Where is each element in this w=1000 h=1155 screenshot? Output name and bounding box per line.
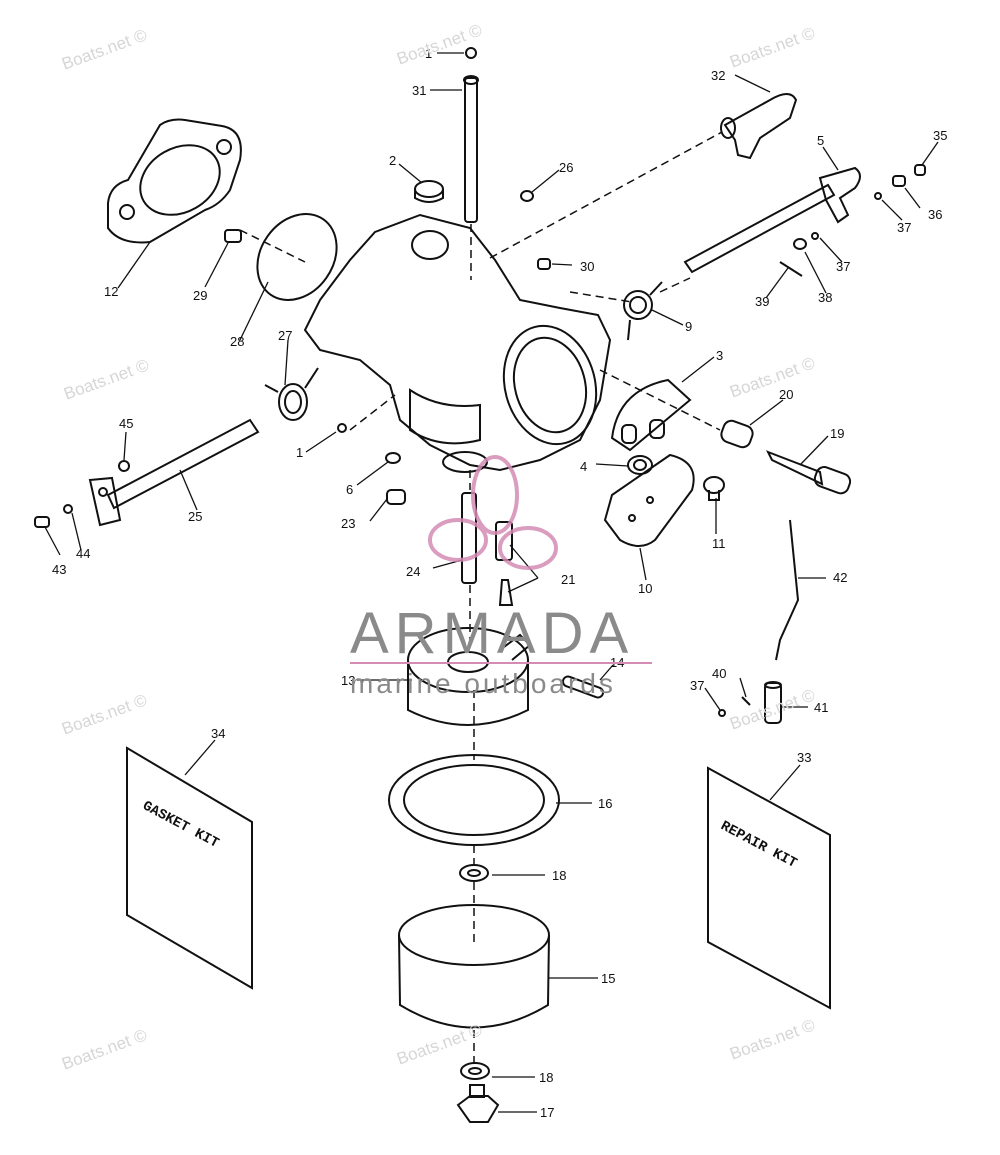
callout-label: 41	[814, 700, 828, 715]
part-41-sleeve	[764, 681, 782, 724]
part-40-pin	[741, 696, 751, 706]
part-1-cap	[465, 47, 477, 59]
callout-label: 5	[817, 133, 824, 148]
callout-label: 36	[928, 207, 942, 222]
part-39-pin	[779, 261, 803, 277]
part-37-washer-a	[874, 192, 882, 200]
callout-label: 27	[278, 328, 292, 343]
callout-label: 39	[755, 294, 769, 309]
part-19-needle	[765, 450, 852, 495]
callout-label: 35	[933, 128, 947, 143]
part-32-elbow-fitting	[720, 93, 798, 160]
callout-label: 32	[711, 68, 725, 83]
callout-label: 18	[539, 1070, 553, 1085]
callout-label: 6	[346, 482, 353, 497]
part-18-washer	[459, 864, 489, 882]
part-23-screw	[386, 489, 406, 505]
callout-label: 44	[76, 546, 90, 561]
part-30-screw	[537, 258, 551, 270]
part-37-washer-c	[718, 709, 726, 717]
callout-label: 1	[296, 445, 303, 460]
callout-label: 9	[685, 319, 692, 334]
callout-label: 23	[341, 516, 355, 531]
part-26-clip	[520, 190, 534, 202]
brand-name: ARMADA	[350, 601, 635, 666]
part-35-screw	[914, 164, 926, 176]
part-17-nut	[456, 1084, 500, 1123]
callout-label: 12	[104, 284, 118, 299]
callout-label: 1	[425, 46, 432, 61]
callout-label: 16	[598, 796, 612, 811]
callout-label: 17	[540, 1105, 554, 1120]
callout-label: 37	[690, 678, 704, 693]
callout-label: 33	[797, 750, 811, 765]
callout-label: 26	[559, 160, 573, 175]
callout-label: 2	[389, 153, 396, 168]
part-37-washer-b	[811, 232, 819, 240]
part-4-spring	[627, 455, 653, 475]
armada-logo-mark	[428, 455, 558, 570]
callout-label: 37	[897, 220, 911, 235]
part-31-tube	[463, 75, 479, 223]
gasket-kit-envelope: GASKET KIT	[126, 746, 253, 990]
part-6-clip	[385, 452, 401, 464]
part-18-washer-lower	[460, 1062, 490, 1080]
part-36-screw	[892, 175, 906, 187]
callout-label: 18	[552, 868, 566, 883]
part-25-choke-shaft	[88, 418, 260, 527]
part-44-washer	[63, 504, 73, 514]
callout-label: 31	[412, 83, 426, 98]
part-5-throttle-shaft	[683, 166, 861, 274]
part-28-gasket	[256, 213, 338, 301]
part-3-plate	[610, 378, 692, 452]
callout-label: 38	[818, 290, 832, 305]
part-2-plug	[414, 180, 444, 203]
callout-label: 29	[193, 288, 207, 303]
callout-label: 4	[580, 459, 587, 474]
callout-label: 45	[119, 416, 133, 431]
callout-label: 20	[779, 387, 793, 402]
part-20-bushing	[720, 419, 754, 449]
repair-kit-envelope: REPAIR KIT	[707, 766, 831, 1010]
part-10-plate	[603, 453, 695, 547]
callout-label: 34	[211, 726, 225, 741]
part-11-screw	[703, 476, 725, 501]
part-29-fitting	[224, 229, 242, 243]
callout-label: 13	[341, 673, 355, 688]
part-42-link	[775, 519, 800, 661]
part-1-cap-lower	[337, 423, 347, 433]
callout-label: 25	[188, 509, 202, 524]
part-43-screw	[34, 516, 50, 528]
callout-label: 19	[830, 426, 844, 441]
part-45-nut	[118, 460, 130, 472]
callout-label: 15	[601, 971, 615, 986]
part-27-spring	[264, 367, 319, 421]
callout-label: 37	[836, 259, 850, 274]
part-14-pin	[561, 675, 605, 699]
callout-label: 11	[712, 536, 726, 551]
callout-label: 3	[716, 348, 723, 363]
part-9-spring	[623, 281, 663, 341]
carburetor-body	[303, 213, 612, 473]
part-16-gasket	[388, 754, 560, 846]
part-15-float-bowl	[398, 904, 550, 1029]
brand-tagline: marine outboards	[350, 668, 616, 699]
callout-label: 10	[638, 581, 652, 596]
part-24-jet-tube	[461, 492, 477, 584]
callout-label: 30	[580, 259, 594, 274]
callout-label: 28	[230, 334, 244, 349]
callout-label: 40	[712, 666, 726, 681]
callout-label: 43	[52, 562, 66, 577]
callout-label: 21	[561, 572, 575, 587]
part-12-gasket	[107, 118, 242, 244]
part-38-washer	[793, 238, 807, 250]
callout-label: 24	[406, 564, 420, 579]
callout-label: 42	[833, 570, 847, 585]
